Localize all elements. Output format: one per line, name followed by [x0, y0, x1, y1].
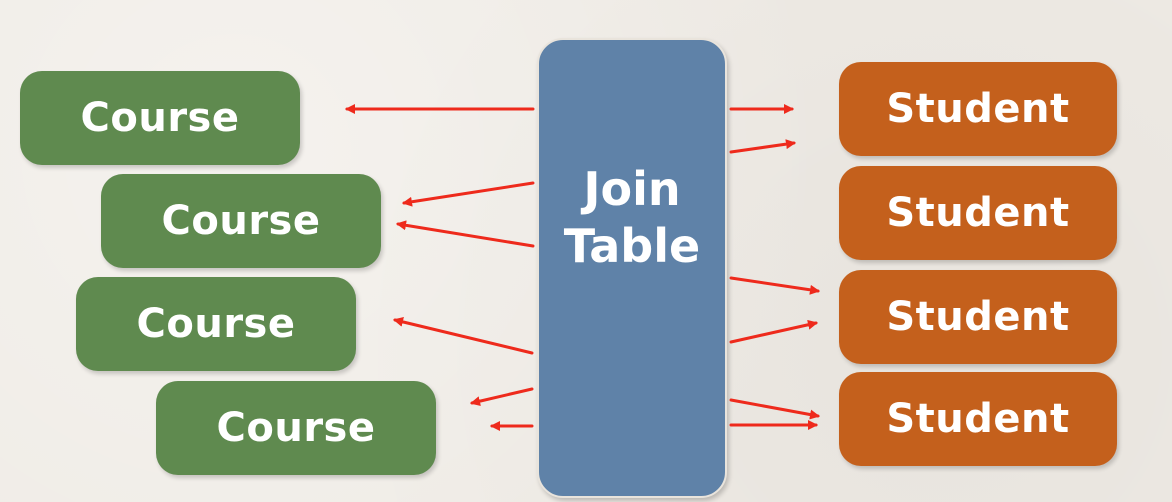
join-table-box: Join Table: [537, 38, 727, 498]
course-box-3: Course: [76, 277, 356, 371]
arrow-to-course-3: [393, 317, 534, 355]
arrow-to-student-1b: [729, 139, 796, 154]
arrow-to-student-3a: [729, 276, 820, 295]
arrow-to-course-4a: [470, 387, 534, 407]
course-box-4: Course: [156, 381, 436, 475]
arrow-to-student-4a: [729, 398, 820, 420]
arrow-to-course-2b: [396, 220, 535, 248]
student-box-4: Student: [839, 372, 1117, 466]
arrow-to-student-3b: [729, 319, 818, 344]
student-box-3: Student: [839, 270, 1117, 364]
student-box-1: Student: [839, 62, 1117, 156]
course-box-2: Course: [101, 174, 381, 268]
join-table-label-line2: Table: [563, 219, 701, 273]
arrow-to-course-2a: [402, 181, 535, 207]
course-box-1: Course: [20, 71, 300, 165]
student-box-2: Student: [839, 166, 1117, 260]
join-table-label-line1: Join: [583, 161, 681, 216]
